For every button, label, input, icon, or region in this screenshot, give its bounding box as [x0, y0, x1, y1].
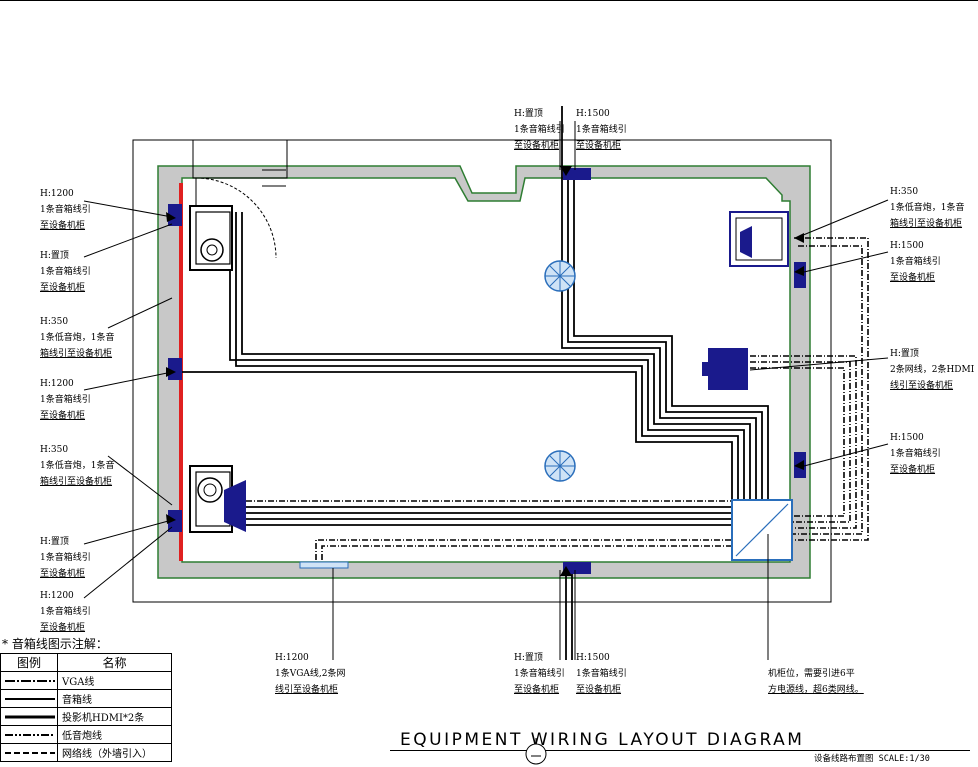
projector — [702, 348, 748, 390]
speaker-right-top — [794, 262, 806, 288]
subwoofer-top — [189, 205, 233, 271]
diagram-subtitle: 设备线路布置图 SCALE:1/30 — [814, 752, 930, 764]
subwoofer-right — [729, 211, 789, 267]
legend-row: 网络线（外墙引入） — [0, 743, 172, 762]
legend-row: 低音炮线 — [0, 725, 172, 744]
hdmi-line-symbol — [0, 707, 58, 726]
leader-lines — [83, 121, 889, 660]
leader-arrows — [166, 166, 804, 576]
outer-frame — [132, 139, 832, 603]
legend-row: 投影机HDMI*2条 — [0, 707, 172, 726]
speaker-top — [563, 168, 591, 180]
subwoofer-bottom — [189, 465, 246, 533]
scale-label: SCALE:1/30 — [878, 754, 930, 764]
network-line-symbol — [0, 743, 58, 762]
legend-row: VGA线 — [0, 671, 172, 690]
legend: * 音箱线图示注解： 图例 名称 VGA线 音箱线 投影机HDMI*2条 — [0, 636, 175, 762]
room-wall — [157, 165, 811, 579]
legend-table: 图例 名称 VGA线 音箱线 投影机HDMI*2条 低音炮线 — [0, 653, 172, 762]
vga-floor-box — [299, 561, 349, 569]
speaker-left-bottom — [168, 510, 182, 532]
legend-label: 低音炮线 — [57, 725, 172, 744]
ceiling-speaker-1 — [544, 260, 576, 292]
legend-label: 音箱线 — [57, 689, 172, 708]
subwoofer-line-symbol — [0, 725, 58, 744]
legend-col-symbol: 图例 — [0, 653, 58, 672]
vga-line-symbol — [0, 671, 58, 690]
wiring-bundles — [176, 106, 769, 660]
legend-title: * 音箱线图示注解： — [2, 637, 108, 651]
subtitle-cn: 设备线路布置图 — [814, 754, 874, 764]
legend-row: 音箱线 — [0, 689, 172, 708]
speaker-left-mid — [168, 358, 182, 380]
legend-label: 投影机HDMI*2条 — [57, 707, 172, 726]
ceiling-speaker-2 — [544, 450, 576, 482]
section-marker — [525, 738, 547, 765]
diagram-title: EQUIPMENT WIRING LAYOUT DIAGRAM — [400, 730, 805, 750]
speaker-line-symbol — [0, 689, 58, 708]
note-cabinet: 机柜位，需要引进6平方电源线，超6类网线。 — [768, 669, 864, 695]
speaker-left-top — [168, 204, 182, 226]
top-border-line — [0, 0, 978, 1]
legend-col-name: 名称 — [57, 653, 172, 672]
equipment-cabinet — [731, 499, 793, 561]
network-lines — [246, 237, 869, 560]
title-rule — [390, 750, 970, 751]
legend-label: VGA线 — [57, 671, 172, 690]
legend-label: 网络线（外墙引入） — [57, 743, 172, 762]
speaker-bottom — [563, 562, 591, 574]
